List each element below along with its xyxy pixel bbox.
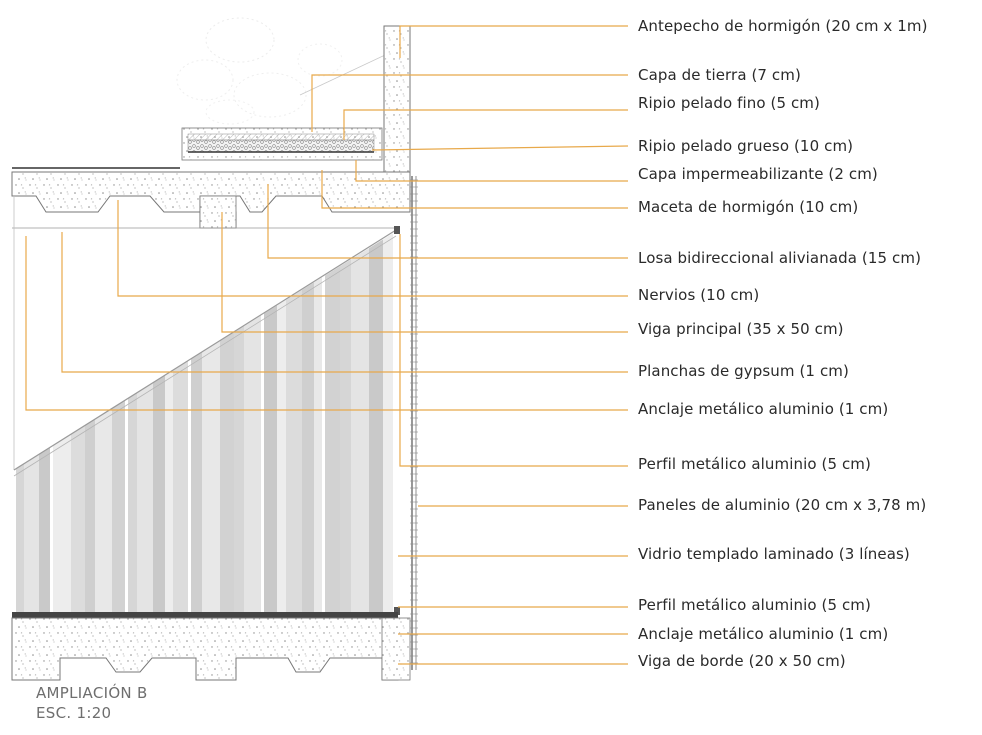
panel-stripe <box>264 232 277 612</box>
drawing-title: AMPLIACIÓN B <box>36 684 148 702</box>
panel-stripe <box>153 232 165 612</box>
leader-line-5 <box>321 170 628 209</box>
roof-slope-line <box>299 47 401 96</box>
drawing-scale: ESC. 1:20 <box>36 704 112 722</box>
vegetation-sketch <box>176 17 343 125</box>
panel-joint <box>393 232 395 612</box>
panel-stripe <box>286 232 302 612</box>
curtain-wall-profile <box>394 176 418 680</box>
label-anchor-bottom: Anclaje metálico aluminio (1 cm) <box>638 625 889 643</box>
leader-line-9 <box>61 232 628 373</box>
panel-stripe <box>302 232 314 612</box>
label-ribs: Nervios (10 cm) <box>638 286 760 304</box>
panel-stripe <box>165 232 173 612</box>
panel-top-edge-2 <box>13 235 397 477</box>
panel-stripe <box>351 232 369 612</box>
panel-joint <box>50 232 53 612</box>
leader-line-1 <box>311 74 628 132</box>
label-fine-gravel: Ripio pelado fino (5 cm) <box>638 94 820 112</box>
panel-stripe <box>314 232 322 612</box>
leader-line-6 <box>267 184 628 259</box>
label-waterproofing: Capa impermeabilizante (2 cm) <box>638 165 878 183</box>
label-main-beam: Viga principal (35 x 50 cm) <box>638 320 844 338</box>
panel-stripe <box>369 232 383 612</box>
label-edge-beam: Viga de borde (20 x 50 cm) <box>638 652 846 670</box>
label-profile-bottom: Perfil metálico aluminio (5 cm) <box>638 596 871 614</box>
panel-stripe <box>128 232 137 612</box>
leader-line-0 <box>399 25 628 58</box>
leader-line-7 <box>117 200 628 297</box>
panel-joint <box>261 232 264 612</box>
panel-joint <box>322 232 325 612</box>
leader-line-8 <box>221 212 628 333</box>
panel-stripe <box>202 232 220 612</box>
label-anchor-top: Anclaje metálico aluminio (1 cm) <box>638 400 889 418</box>
panel-stripe <box>39 232 50 612</box>
parapet-wall <box>383 25 411 187</box>
label-planter: Maceta de hormigón (10 cm) <box>638 198 859 216</box>
panel-stripe <box>71 232 85 612</box>
label-profile-top: Perfil metálico aluminio (5 cm) <box>638 455 871 473</box>
panel-stripe <box>277 232 286 612</box>
label-aluminium-panels: Paneles de aluminio (20 cm x 3,78 m) <box>638 496 927 514</box>
panel-stripe <box>95 232 112 612</box>
panel-stripe <box>173 232 188 612</box>
label-soil-layer: Capa de tierra (7 cm) <box>638 66 801 84</box>
label-coarse-gravel: Ripio pelado grueso (10 cm) <box>638 137 854 155</box>
leader-line-10 <box>25 236 628 411</box>
label-glass: Vidrio templado laminado (3 líneas) <box>638 545 910 563</box>
panel-stripe <box>16 232 24 612</box>
panel-stripe <box>325 232 340 612</box>
floor-slab <box>11 612 411 681</box>
panel-joint <box>188 232 191 612</box>
panel-stripe <box>234 232 244 612</box>
label-parapet: Antepecho de hormigón (20 cm x 1m) <box>638 17 928 35</box>
panel-stripe <box>137 232 153 612</box>
panel-stripe <box>340 232 351 612</box>
leader-line-4 <box>355 160 628 182</box>
leader-line-3 <box>371 145 629 151</box>
label-gypsum: Planchas de gypsum (1 cm) <box>638 362 849 380</box>
panel-top-edge <box>13 229 397 471</box>
label-slab: Losa bidireccional alivianada (15 cm) <box>638 249 922 267</box>
planter-box <box>181 127 383 161</box>
panel-joint <box>125 232 128 612</box>
aluminium-panels <box>16 232 395 612</box>
leader-line-2 <box>343 109 628 140</box>
panel-stripe <box>244 232 261 612</box>
panel-stripe <box>191 232 202 612</box>
panel-stripe <box>383 232 393 612</box>
leader-lines <box>25 25 629 665</box>
roof-slab <box>11 171 411 229</box>
leader-line-11 <box>399 234 628 467</box>
